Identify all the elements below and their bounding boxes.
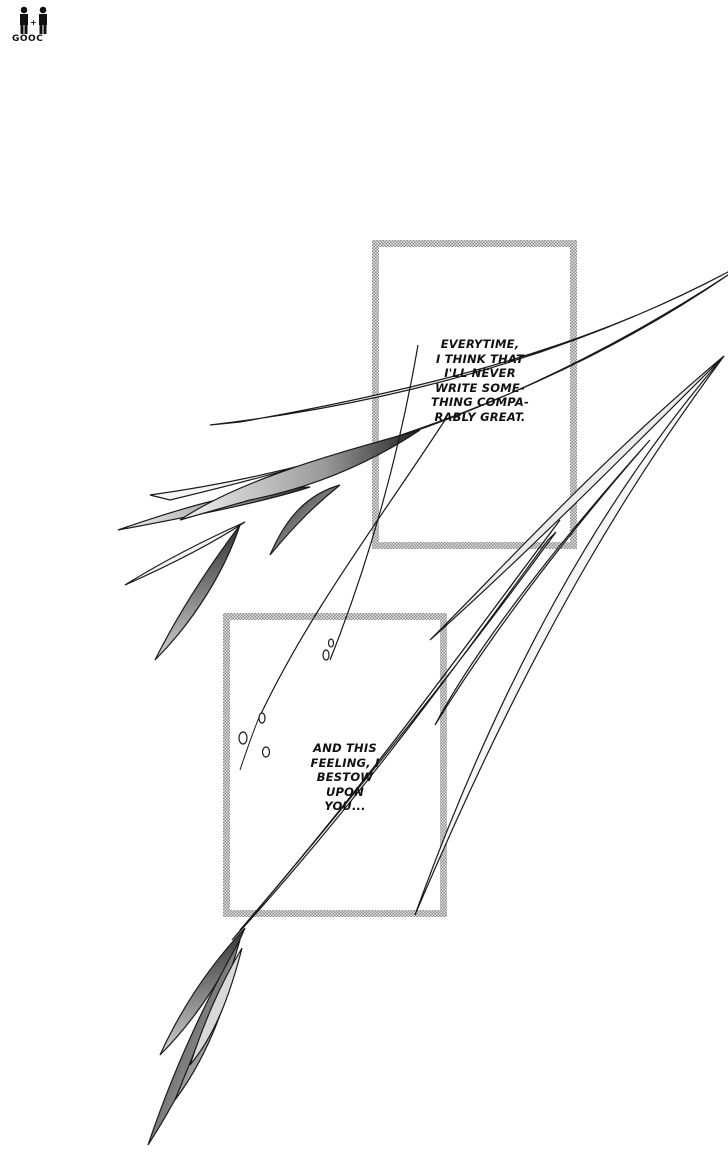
caption-1-line: I THINK THAT: [435, 351, 525, 366]
caption-1-line: I'LL NEVER: [444, 366, 516, 380]
caption-panel-2: [223, 613, 447, 917]
group-logo: +: [16, 6, 52, 46]
caption-2-line: FEELING, I: [310, 755, 380, 770]
two-figures-icon: +: [20, 6, 47, 34]
caption-2-line: UPON: [326, 784, 364, 799]
caption-2-line: YOU...: [324, 799, 366, 813]
caption-1-line: RABLY GREAT.: [434, 409, 526, 424]
logo-text: GOOC: [12, 34, 44, 44]
caption-2-line: AND THIS: [313, 741, 377, 755]
caption-2-line: BESTOW: [316, 770, 374, 784]
caption-1-line: THING COMPA-: [431, 395, 529, 409]
svg-text:+: +: [30, 18, 37, 27]
caption-1-line: EVERYTIME,: [440, 337, 520, 351]
caption-1-line: WRITE SOME-: [435, 380, 525, 395]
caption-text-1: EVERYTIME, I THINK THAT I'LL NEVER WRITE…: [405, 337, 555, 424]
caption-panel-1: [372, 240, 577, 549]
caption-text-2: AND THIS FEELING, I BESTOW UPON YOU...: [285, 741, 405, 814]
